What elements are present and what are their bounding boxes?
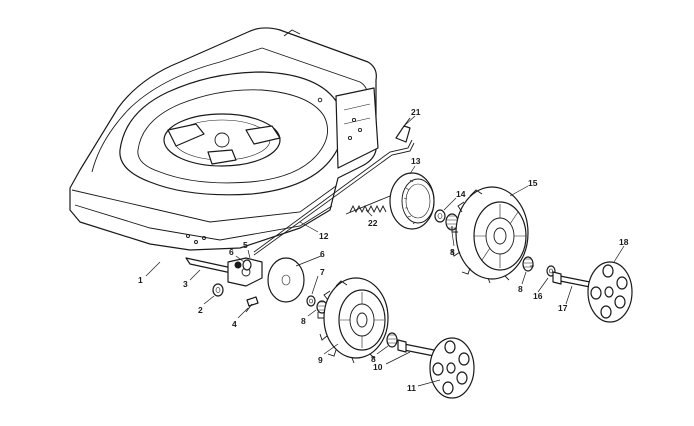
callout-18: 18 (619, 237, 629, 247)
callout-16: 16 (533, 291, 543, 301)
callout-13: 13 (411, 156, 421, 166)
front-axle-assembly (185, 257, 263, 313)
callout-5: 5 (243, 240, 248, 250)
callout-11: 11 (407, 383, 416, 393)
rear-hub-fasteners (522, 256, 591, 288)
front-hub-fasteners (386, 332, 435, 357)
callout-21: 21 (411, 107, 421, 117)
callout-15: 15 (528, 178, 538, 188)
front-hub-disc (242, 257, 328, 314)
callout-8-rear-inner: 8 (450, 247, 455, 257)
callout-8-front-pinion: 8 (301, 316, 306, 326)
leader-lines (145, 115, 625, 387)
callout-labels: 1 2 3 4 5 6 6 7 8 8 8 8 9 10 11 12 13 14… (138, 107, 629, 393)
callout-8-front-outer: 8 (371, 354, 376, 364)
mower-deck (69, 27, 379, 251)
callout-17: 17 (558, 303, 568, 313)
callout-9: 9 (318, 355, 323, 365)
callout-2: 2 (198, 305, 203, 315)
callout-3: 3 (183, 279, 188, 289)
gear-ring (389, 172, 435, 230)
rear-axle-rod (253, 117, 415, 256)
callout-1: 1 (138, 275, 143, 285)
callout-14: 14 (456, 189, 466, 199)
spring (345, 195, 391, 215)
rear-hub-cap (587, 261, 633, 323)
callout-12: 12 (319, 231, 329, 241)
callout-6-front-disc: 6 (320, 249, 325, 259)
rear-washer-pinion (434, 209, 459, 231)
callout-4: 4 (232, 319, 237, 329)
rear-wheel (451, 186, 529, 284)
callout-10: 10 (373, 362, 383, 372)
callout-8-rear-outer: 8 (518, 284, 523, 294)
front-wheel (317, 277, 389, 364)
front-hub-cap (429, 337, 475, 399)
callout-22: 22 (368, 218, 378, 228)
callout-7: 7 (320, 267, 325, 277)
callout-6-front-left: 6 (229, 247, 234, 257)
